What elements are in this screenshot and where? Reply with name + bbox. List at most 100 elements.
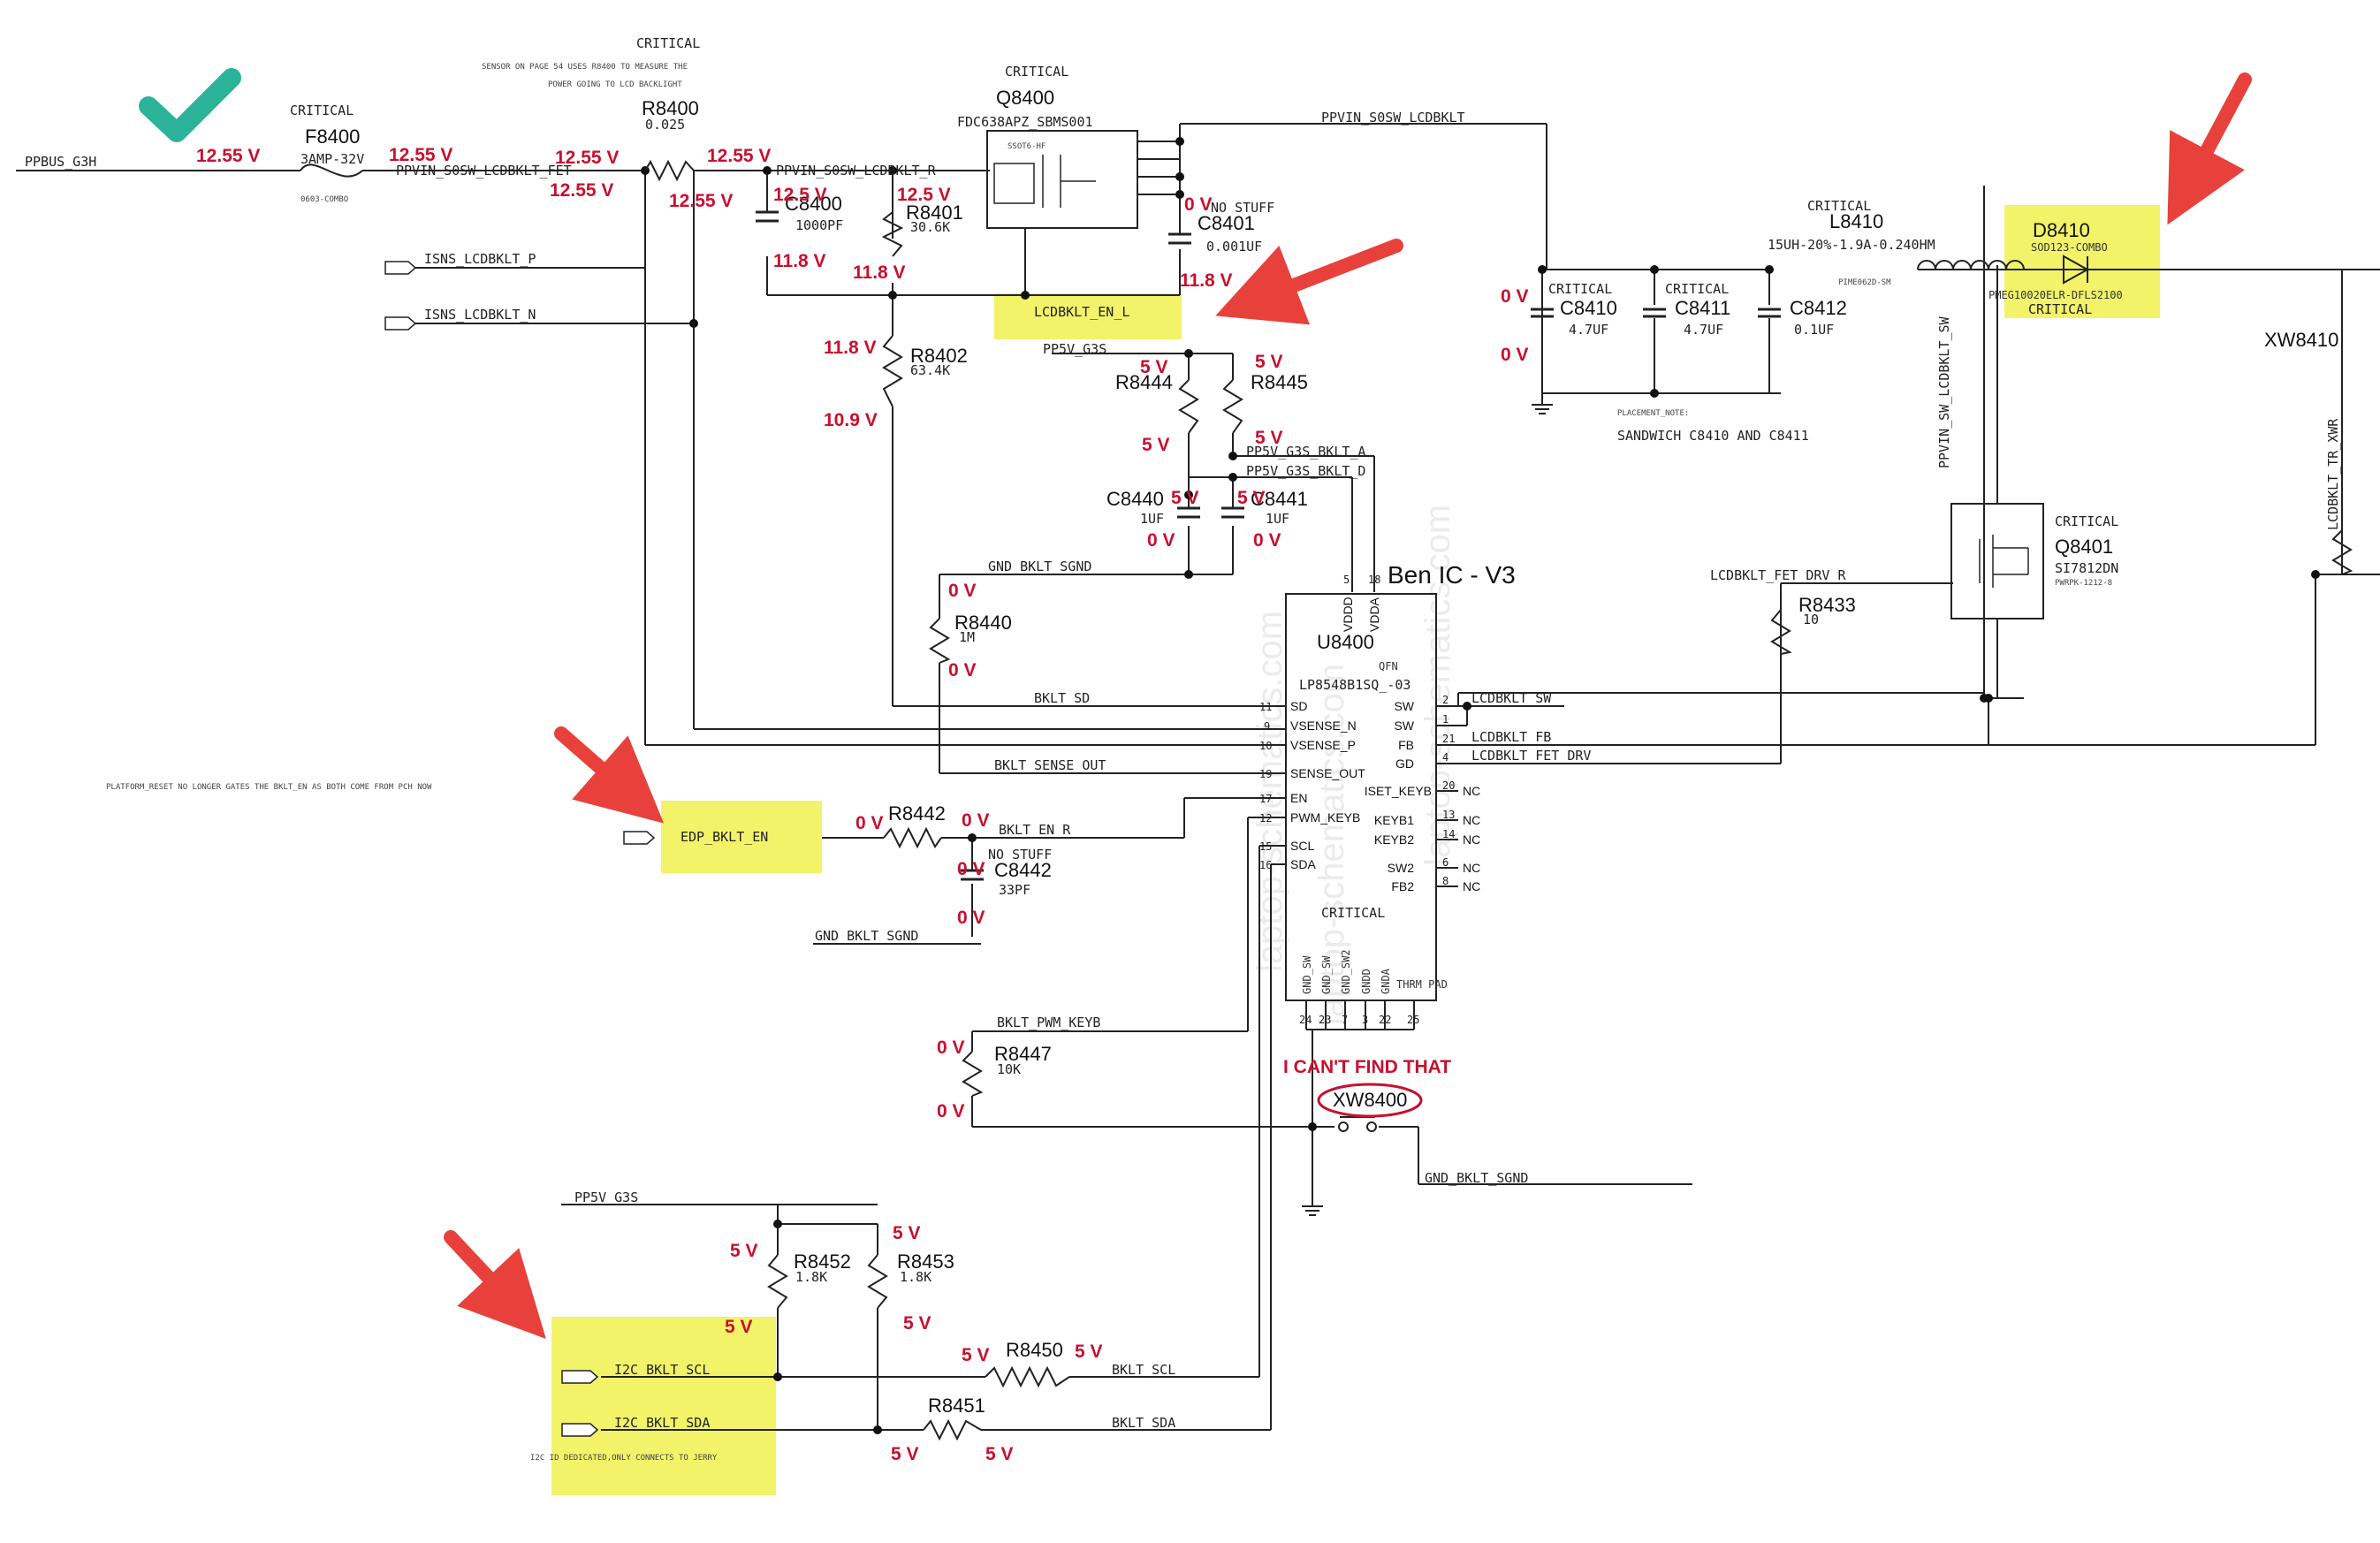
u8400-bottom-pins: GND_SW 24 GND_SW 23 GND_SW2 7 GNDD 3 GND…	[1299, 949, 1448, 1026]
l8410-pkg: PIME062D-SM	[1838, 278, 1891, 287]
u-pin-name: SW2	[1388, 861, 1415, 875]
voltage-label: 5 V	[1142, 435, 1170, 455]
r8450-ref: R8450	[1006, 1339, 1063, 1361]
voltage-label: 12.5 V	[773, 185, 827, 205]
u8400-ref: U8400	[1317, 631, 1374, 653]
mosfet-symbols	[993, 155, 2029, 588]
c8401-ref: C8401	[1198, 212, 1255, 234]
net-ppvin-fet: PPVIN_S0SW_LCDBKLT_FET	[396, 163, 572, 179]
sensor-note-2: POWER GOING TO LCD BACKLIGHT	[548, 80, 682, 89]
xw8400-shape	[1338, 1116, 1377, 1132]
q8400-part: FDC638APZ_SBMS001	[957, 114, 1093, 130]
r8442-ref: R8442	[888, 802, 946, 825]
f8400-pkg: 0603-COMBO	[300, 195, 348, 204]
check-icon	[139, 68, 241, 142]
xw8410-ref: XW8410	[2264, 329, 2338, 351]
u8400-top-pins: VDDD 5 VDDA 18	[1341, 574, 1381, 632]
voltage-label: 0 V	[957, 908, 985, 928]
capacitor-shapes	[756, 210, 1781, 881]
r8447-ref: R8447	[994, 1043, 1052, 1065]
voltage-label: 0 V	[948, 581, 977, 601]
r8433-value: 10	[1803, 612, 1819, 627]
voltage-label: 5 V	[985, 1444, 1014, 1464]
nc-label: NC	[1463, 879, 1480, 893]
port-flags	[384, 261, 656, 1437]
u-pin-num: 23	[1319, 1014, 1331, 1026]
r8400-ref: R8400	[642, 97, 699, 119]
u-pin-num: 12	[1259, 812, 1272, 825]
voltage-label: 0 V	[937, 1101, 965, 1121]
nc-label: NC	[1463, 813, 1480, 827]
u-pin-name: KEYB2	[1374, 832, 1414, 847]
f8400-ref: F8400	[305, 125, 360, 148]
u-pin-num: 19	[1259, 768, 1272, 780]
voltage-label: 10.9 V	[824, 410, 878, 430]
highlight-d8410	[2004, 205, 2160, 318]
voltage-label: 12.5 V	[897, 185, 951, 205]
net-gnd-sgnd-bot: GND_BKLT_SGND	[1425, 1170, 1528, 1186]
voltage-label: 12.55 V	[550, 180, 613, 201]
u-pin-name: SCL	[1290, 839, 1314, 853]
c8401-note: NO STUFF	[1211, 200, 1274, 216]
r8400-value: 0.025	[645, 117, 685, 133]
net-bklt-en-r: BKLT_EN_R	[999, 822, 1071, 838]
voltage-label: 12.55 V	[669, 191, 733, 211]
net-lcdbklt-sw: LCDBKLT_SW	[1471, 690, 1552, 706]
u-pin-name: SENSE_OUT	[1290, 766, 1365, 780]
highlight-en-l	[994, 293, 1182, 339]
voltage-label: 0 V	[957, 859, 985, 879]
net-pp5v-bklt-a: PP5V_G3S_BKLT_A	[1246, 444, 1365, 460]
u-pin-name: ISET_KEYB	[1365, 784, 1432, 798]
voltage-label: 12.55 V	[555, 148, 619, 168]
sensor-note-1: SENSOR ON PAGE 54 USES R8400 TO MEASURE …	[482, 63, 688, 72]
u-pin-name: VSENSE_N	[1290, 718, 1357, 733]
c8412-ref: C8412	[1790, 297, 1847, 319]
u-pin-num: 16	[1259, 859, 1272, 871]
net-ppvin-sw: PPVIN_SW_LCDBKLT_SW	[1936, 315, 1952, 468]
critical-sensor-title: CRITICAL	[636, 35, 700, 51]
f8400-value: 3AMP-32V	[300, 151, 364, 167]
c8411-ref: C8411	[1675, 297, 1730, 319]
l8410-value: 15UH-20%-1.9A-0.240HM	[1768, 237, 1935, 253]
voltage-label: 12.55 V	[707, 146, 771, 166]
inductor-shape	[1917, 260, 2025, 270]
c8410-value: 4.7UF	[1569, 322, 1608, 338]
u-pin-name: SDA	[1290, 857, 1316, 871]
watermark: laptop-schematics.com	[1312, 664, 1351, 1025]
voltage-label: 5 V	[1255, 352, 1283, 372]
u-pin-name: VDDA	[1367, 597, 1381, 632]
d8410-pkg: SOD123-COMBO	[2031, 241, 2108, 254]
net-en-l: LCDBKLT_EN_L	[1034, 304, 1129, 320]
u-pin-num: 10	[1259, 740, 1272, 752]
d8410-title: CRITICAL	[2028, 301, 2092, 317]
voltage-label: 11.8 V	[1180, 270, 1233, 291]
u-pin-num: 7	[1342, 1014, 1348, 1026]
u-pin-name: GND_SW2	[1340, 949, 1352, 994]
net-ppbus: PPBUS_G3H	[25, 154, 96, 170]
voltage-label: 5 V	[891, 1444, 919, 1464]
voltage-label: 0 V	[937, 1038, 965, 1058]
u8400-left-pins: 11 SD 9 VSENSE_N 10 VSENSE_P 19 SENSE_OU…	[1259, 699, 1365, 871]
net-bklt-sd: BKLT_SD	[1034, 690, 1090, 706]
r8447-value: 10K	[997, 1061, 1021, 1077]
r8402-value: 63.4K	[910, 362, 950, 378]
wires	[16, 123, 2380, 1431]
d8410-part: PMEG10020ELR-DFLS2100	[1988, 289, 2123, 301]
ground-symbols	[1302, 393, 1553, 1216]
c8440-ref: C8440	[1106, 488, 1164, 510]
u8400-part: LP8548B1SQ_-03	[1299, 677, 1411, 693]
net-ppvin: PPVIN_S0SW_LCDBKLT	[1321, 110, 1465, 125]
c8440-value: 1UF	[1140, 511, 1164, 527]
c8410-title: CRITICAL	[1548, 281, 1612, 297]
r8452-value: 1.8K	[795, 1269, 827, 1285]
voltage-label: 0 V	[962, 810, 990, 831]
diode-shape	[2059, 255, 2130, 285]
net-pp5v-g3s-top: PP5V_G3S	[1043, 341, 1106, 357]
voltage-label: 5 V	[903, 1313, 931, 1334]
u-pin-name: VSENSE_P	[1290, 738, 1356, 752]
r8401-value: 30.6K	[910, 219, 950, 235]
nc-label: NC	[1463, 861, 1480, 875]
u-pin-num: 5	[1343, 574, 1350, 586]
u-pin-name: GNDD	[1360, 969, 1372, 994]
